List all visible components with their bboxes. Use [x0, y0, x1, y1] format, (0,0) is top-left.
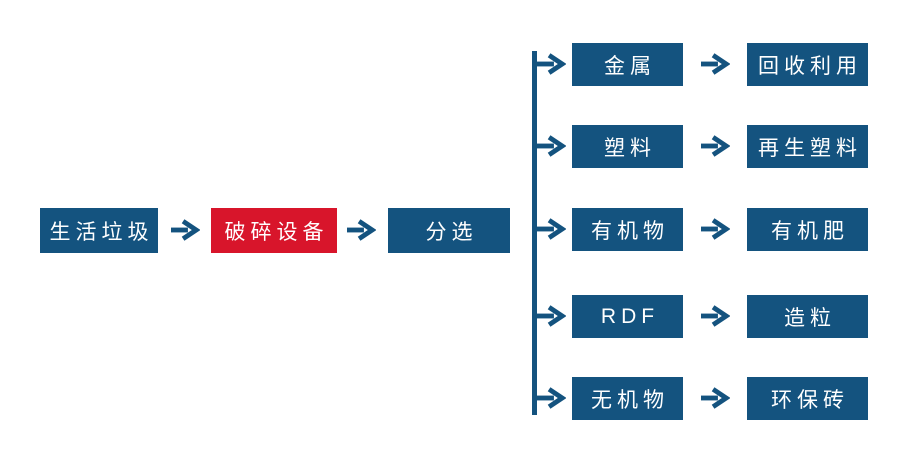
branch-connector-line — [532, 51, 537, 415]
arrow-right-icon — [171, 219, 200, 241]
arrow-right-icon — [347, 219, 376, 241]
arrow-right-icon — [701, 387, 730, 409]
node-household-waste: 生活垃圾 — [40, 208, 158, 253]
node-recycling: 回收利用 — [747, 43, 868, 86]
node-granulation: 造粒 — [747, 295, 868, 338]
arrow-right-icon — [537, 387, 566, 409]
node-plastic: 塑料 — [572, 125, 683, 168]
node-metal: 金属 — [572, 43, 683, 86]
arrow-right-icon — [537, 135, 566, 157]
node-inorganic-matter: 无机物 — [572, 377, 683, 420]
node-recycled-plastic: 再生塑料 — [747, 125, 868, 168]
node-rdf: RDF — [572, 295, 683, 338]
node-organic-fertilizer: 有机肥 — [747, 208, 868, 251]
node-sorting: 分选 — [388, 208, 510, 253]
arrow-right-icon — [701, 135, 730, 157]
arrow-right-icon — [701, 53, 730, 75]
node-eco-brick: 环保砖 — [747, 377, 868, 420]
arrow-right-icon — [537, 53, 566, 75]
arrow-right-icon — [701, 305, 730, 327]
arrow-right-icon — [537, 218, 566, 240]
node-crushing-equipment: 破碎设备 — [211, 208, 337, 253]
node-organic-matter: 有机物 — [572, 208, 683, 251]
arrow-right-icon — [537, 305, 566, 327]
arrow-right-icon — [701, 218, 730, 240]
